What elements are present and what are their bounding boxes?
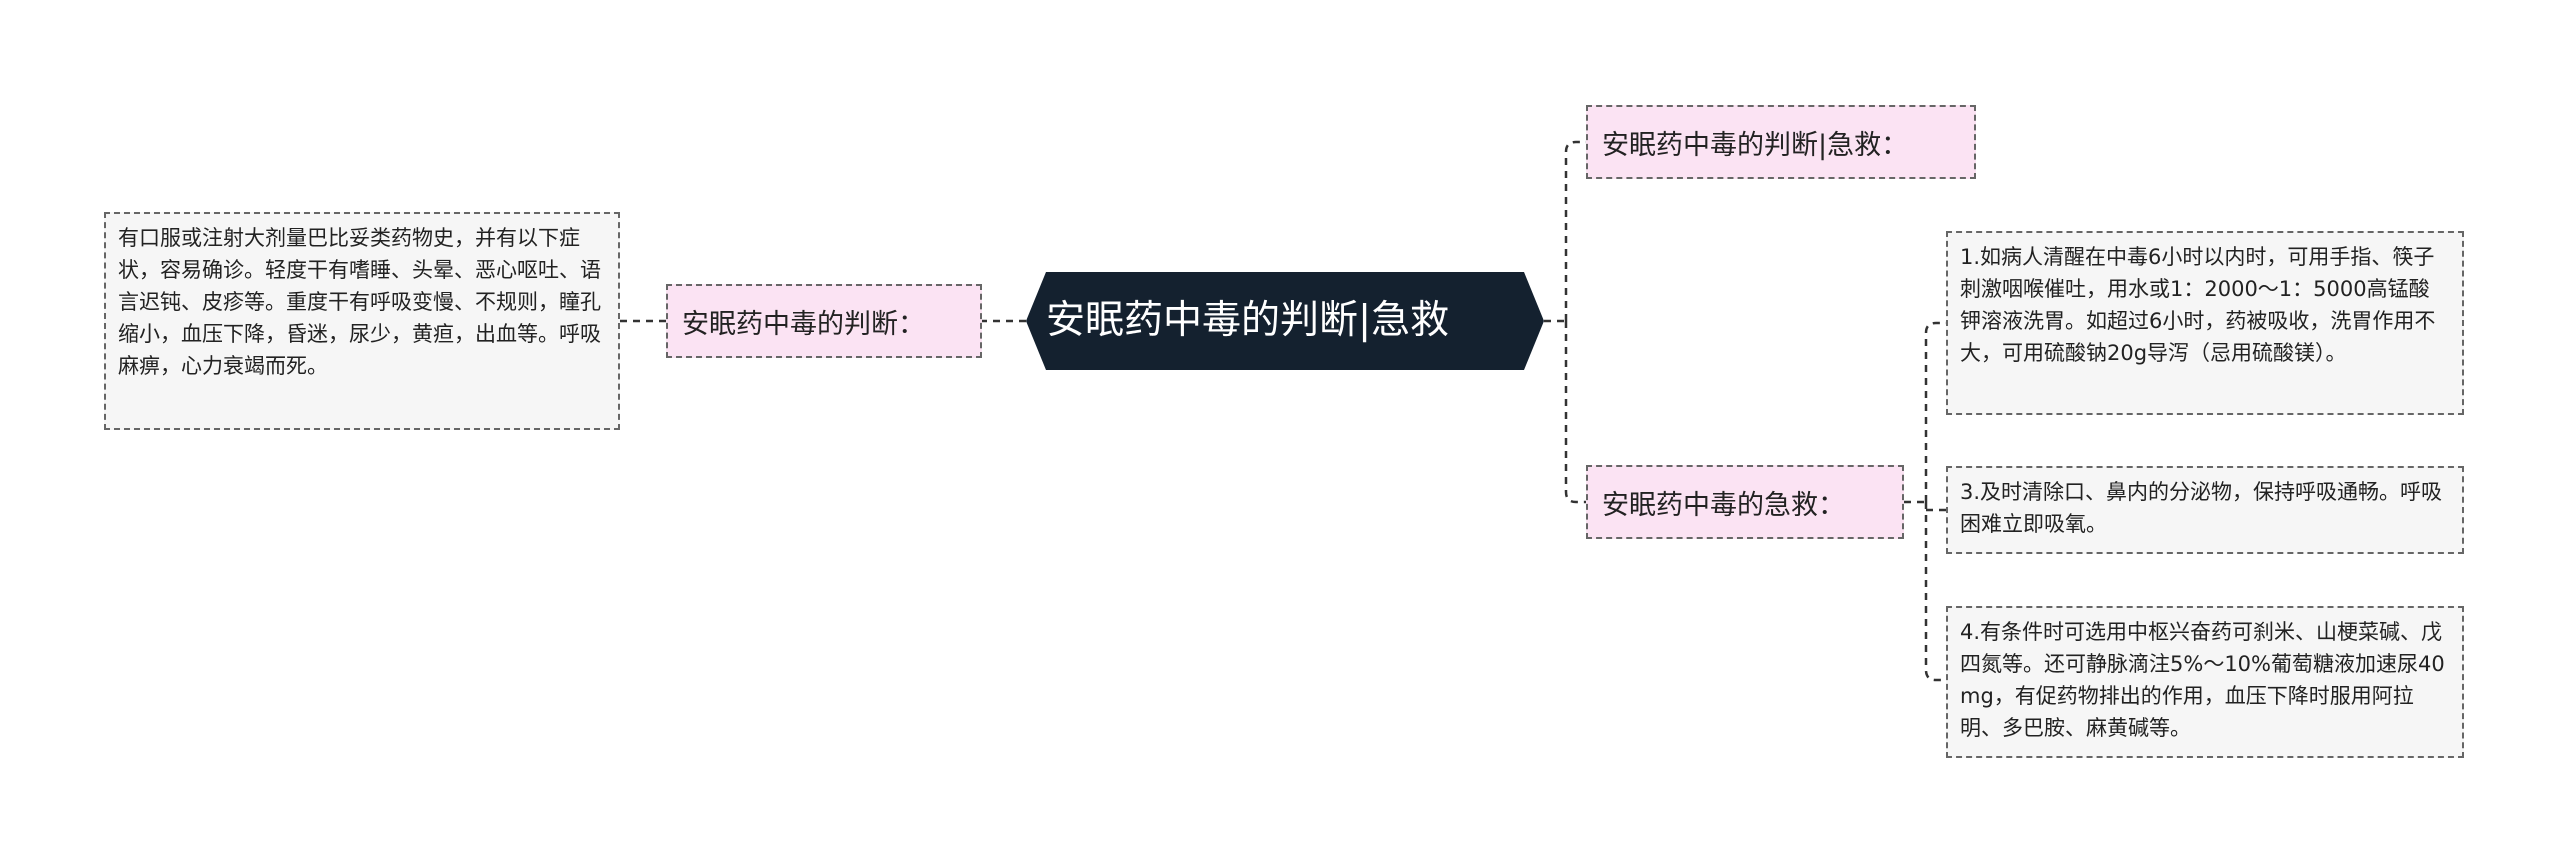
root-title: 安眠药中毒的判断|急救	[1046, 298, 1450, 343]
connector-to-step4	[1924, 502, 1946, 682]
branch-judgement-firstaid[interactable]: 安眠药中毒的判断|急救：	[1586, 105, 1976, 179]
leaf-firstaid-step-4-text: 4.有条件时可选用中枢兴奋药可刹米、山梗菜碱、戊四氮等。还可静脉滴注5%～10%…	[1960, 620, 2445, 740]
connector-root-to-firstaid-branch	[1564, 321, 1586, 504]
leaf-firstaid-step-3[interactable]: 3.及时清除口、鼻内的分泌物，保持呼吸通畅。呼吸困难立即吸氧。	[1946, 466, 2464, 554]
leaf-firstaid-step-4[interactable]: 4.有条件时可选用中枢兴奋药可刹米、山梗菜碱、戊四氮等。还可静脉滴注5%～10%…	[1946, 606, 2464, 758]
leaf-firstaid-step-3-text: 3.及时清除口、鼻内的分泌物，保持呼吸通畅。呼吸困难立即吸氧。	[1960, 480, 2443, 536]
leaf-firstaid-step-1[interactable]: 1.如病人清醒在中毒6小时以内时，可用手指、筷子刺激咽喉催吐，用水或1：2000…	[1946, 231, 2464, 415]
branch-judgement-firstaid-label: 安眠药中毒的判断|急救：	[1602, 129, 1909, 161]
connector-to-step1	[1924, 321, 1946, 502]
leaf-firstaid-step-1-text: 1.如病人清醒在中毒6小时以内时，可用手指、筷子刺激咽喉催吐，用水或1：2000…	[1960, 245, 2436, 365]
connector-root-to-title-branch	[1564, 140, 1586, 321]
branch-judgement[interactable]: 安眠药中毒的判断：	[666, 284, 982, 358]
branch-firstaid-label: 安眠药中毒的急救：	[1602, 489, 1845, 521]
root-node[interactable]: 安眠药中毒的判断|急救	[1026, 272, 1544, 370]
leaf-judgement-description-text: 有口服或注射大剂量巴比妥类药物史，并有以下症状，容易确诊。轻度干有嗜睡、头晕、恶…	[118, 226, 601, 378]
branch-firstaid[interactable]: 安眠药中毒的急救：	[1586, 465, 1904, 539]
leaf-judgement-description[interactable]: 有口服或注射大剂量巴比妥类药物史，并有以下症状，容易确诊。轻度干有嗜睡、头晕、恶…	[104, 212, 620, 430]
branch-judgement-label: 安眠药中毒的判断：	[682, 308, 925, 340]
